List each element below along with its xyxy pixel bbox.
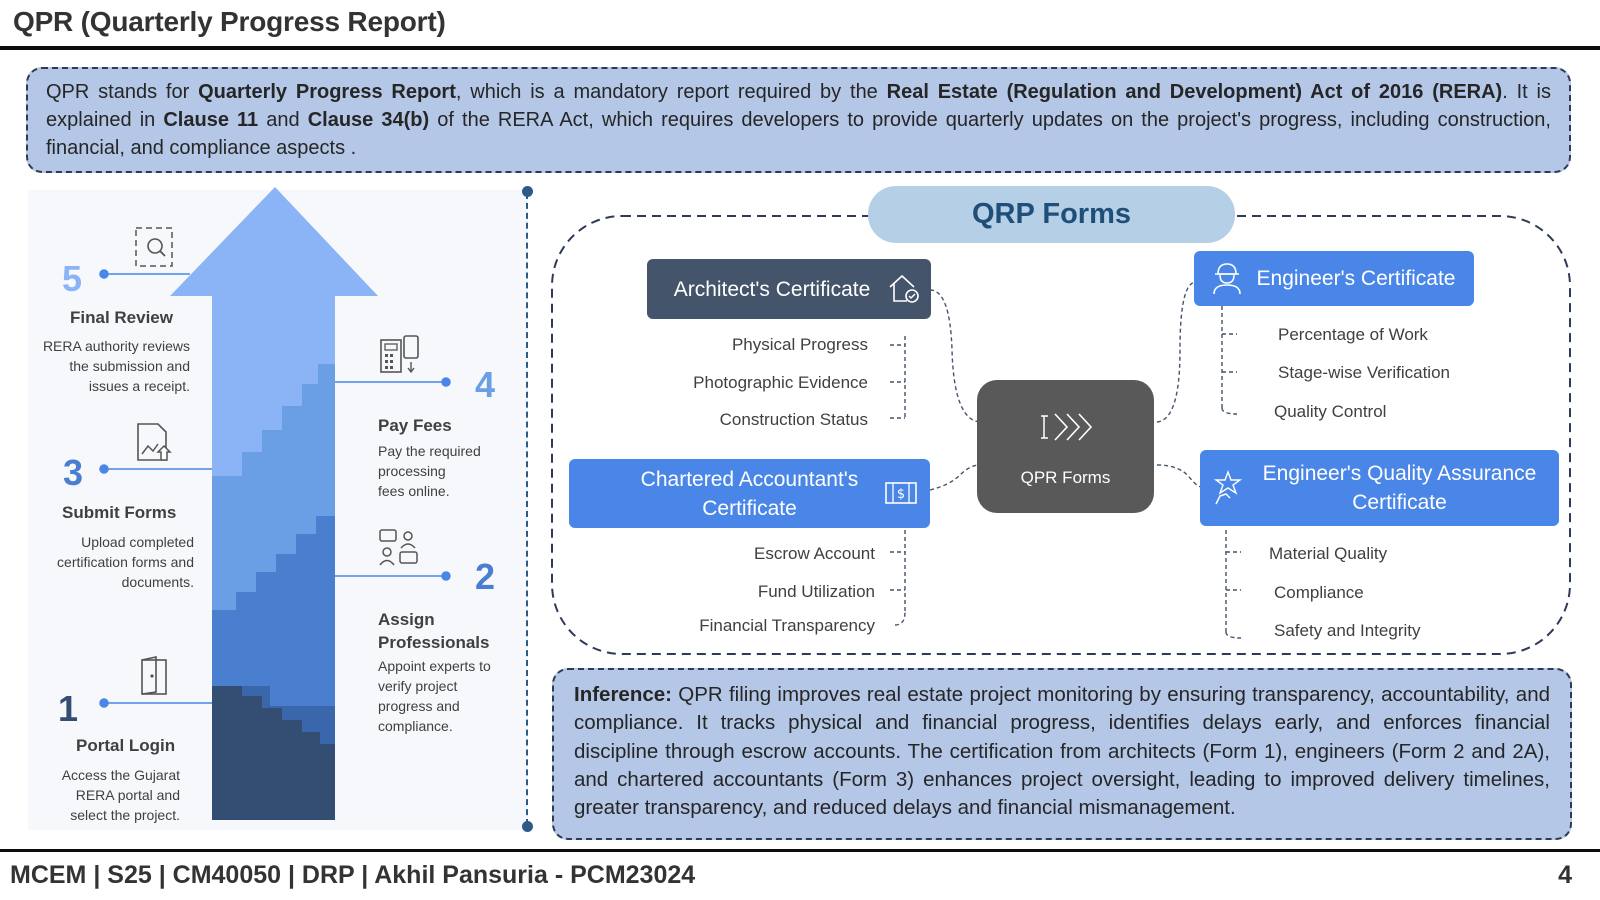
intro-bold: Real Estate (Regulation and Development)… bbox=[886, 81, 1503, 103]
forward-chevrons-icon bbox=[1041, 413, 1093, 441]
staircase-arrow bbox=[28, 187, 528, 830]
step-desc-line: verify project bbox=[378, 678, 458, 694]
step-desc-line: Upload completed bbox=[81, 534, 194, 550]
svg-text:$: $ bbox=[897, 487, 905, 502]
intro-text: and bbox=[258, 109, 308, 131]
banknote-icon: $ bbox=[885, 482, 917, 504]
intro-text: , which is a mandatory report required b… bbox=[455, 81, 887, 103]
engineer-item-stage-wise-verification: Stage-wise Verification bbox=[1278, 363, 1450, 382]
step-desc-line: Pay the required bbox=[378, 443, 481, 459]
ca-item-financial-transparency: Financial Transparency bbox=[699, 616, 875, 635]
engineer-item-quality-control: Quality Control bbox=[1274, 402, 1387, 421]
intro-bold: Clause 34(b) bbox=[307, 109, 430, 131]
title-rule bbox=[0, 46, 1600, 50]
intro-text: of the RERA Act, which requires develope… bbox=[46, 109, 1551, 159]
engineer-certificate-label: Engineer's Certificate bbox=[1256, 267, 1456, 290]
architect-item-physical-progress: Physical Progress bbox=[731, 335, 868, 354]
ca-certificate-box: Chartered Accountant's Certificate $ bbox=[569, 459, 930, 528]
section-divider bbox=[526, 193, 528, 825]
inference-panel: Inference: QPR filing improves real esta… bbox=[552, 668, 1572, 840]
divider-top-dot bbox=[522, 186, 533, 197]
step-title-line: Assign bbox=[378, 610, 435, 629]
step-number-5: 5 bbox=[62, 258, 83, 299]
eqa-item-compliance: Compliance bbox=[1274, 583, 1364, 602]
eqa-certificate-label-line: Certificate bbox=[1352, 491, 1447, 514]
eqa-certificate-label-line: Engineer's Quality Assurance bbox=[1262, 462, 1537, 485]
step-desc-submit-forms: Upload completed certification forms and… bbox=[20, 532, 194, 592]
step-desc-final-review: RERA authority reviews the submission an… bbox=[30, 336, 190, 396]
inference-label: Inference: bbox=[574, 683, 672, 706]
step-desc-line: the submission and bbox=[69, 358, 190, 374]
step-desc-line: Appoint experts to bbox=[378, 658, 491, 674]
engineer-item-percentage-of-work: Percentage of Work bbox=[1278, 325, 1428, 344]
ca-item-escrow-account: Escrow Account bbox=[754, 544, 875, 563]
intro-bold: Clause 11 bbox=[163, 109, 259, 131]
step-title-portal-login: Portal Login bbox=[76, 736, 176, 755]
eqa-item-safety-and-integrity: Safety and Integrity bbox=[1274, 621, 1421, 640]
inference-text: QPR filing improves real estate project … bbox=[574, 683, 1550, 820]
qpr-forms-center-node: QPR Forms bbox=[977, 380, 1154, 513]
step-number-1: 1 bbox=[58, 688, 79, 729]
intro-bold: Quarterly Progress Report bbox=[198, 81, 456, 103]
step-desc-line: processing bbox=[378, 463, 446, 479]
architect-certificate-box: Architect's Certificate bbox=[647, 259, 931, 319]
eqa-certificate-box: Engineer's Quality Assurance Certificate bbox=[1200, 450, 1559, 526]
step-desc-line: documents. bbox=[121, 574, 194, 590]
calculator-phone-icon bbox=[380, 335, 419, 374]
step-title-submit-forms: Submit Forms bbox=[62, 503, 177, 522]
step-number-3: 3 bbox=[63, 452, 84, 493]
intro-text: QPR stands for bbox=[46, 81, 199, 103]
intro-panel: QPR stands for Quarterly Progress Report… bbox=[26, 67, 1571, 173]
step-desc-assign-professionals: Appoint experts to verify project progre… bbox=[378, 656, 518, 736]
step-desc-line: select the project. bbox=[70, 807, 180, 823]
quality-star-hand-icon bbox=[1213, 470, 1243, 505]
step-desc-pay-fees: Pay the required processing fees online. bbox=[378, 441, 518, 501]
step-desc-line: progress and bbox=[378, 698, 460, 714]
step-number-4: 4 bbox=[475, 364, 496, 405]
engineer-helmet-icon bbox=[1213, 263, 1241, 295]
qrp-forms-header: QRP Forms bbox=[868, 186, 1235, 243]
step-title-assign-professionals: Assign Professionals bbox=[378, 608, 490, 654]
door-login-icon bbox=[141, 656, 167, 695]
step-title-pay-fees: Pay Fees bbox=[378, 416, 452, 435]
page-number: 4 bbox=[1558, 861, 1572, 889]
step-title-line: Professionals bbox=[378, 633, 490, 652]
step-desc-line: fees online. bbox=[378, 483, 450, 499]
ca-item-fund-utilization: Fund Utilization bbox=[757, 582, 875, 601]
eqa-item-material-quality: Material Quality bbox=[1269, 544, 1388, 563]
step-desc-portal-login: Access the Gujarat RERA portal and selec… bbox=[24, 765, 180, 825]
architect-item-photographic-evidence: Photographic Evidence bbox=[693, 373, 868, 392]
step-connectors bbox=[99, 269, 451, 708]
magnifier-frame-icon bbox=[135, 227, 173, 267]
stair-layer-base bbox=[212, 686, 335, 820]
ca-certificate-label-line: Certificate bbox=[702, 496, 797, 520]
architect-item-construction-status: Construction Status bbox=[719, 410, 868, 429]
divider-bottom-dot bbox=[522, 821, 533, 832]
ca-certificate-label-line: Chartered Accountant's bbox=[640, 467, 859, 491]
step-desc-line: certification forms and bbox=[57, 554, 194, 570]
step-desc-line: issues a receipt. bbox=[88, 378, 190, 394]
people-chat-icon bbox=[379, 529, 418, 566]
qpr-forms-center-label: QPR Forms bbox=[1020, 468, 1111, 487]
step-desc-line: RERA authority reviews bbox=[42, 338, 190, 354]
footer-text: MCEM | S25 | CM40050 | DRP | Akhil Pansu… bbox=[10, 861, 696, 889]
architect-certificate-label: Architect's Certificate bbox=[673, 277, 871, 301]
intro-text: . It is explained in bbox=[46, 81, 1551, 131]
house-check-icon bbox=[889, 274, 919, 303]
engineer-certificate-box: Engineer's Certificate bbox=[1194, 251, 1474, 306]
footer-rule bbox=[0, 849, 1600, 852]
step-desc-line: RERA portal and bbox=[75, 787, 180, 803]
step-title-final-review: Final Review bbox=[70, 308, 173, 327]
page-title: QPR (Quarterly Progress Report) bbox=[13, 6, 446, 37]
step-desc-line: Access the Gujarat bbox=[61, 767, 180, 783]
step-desc-line: compliance. bbox=[378, 718, 453, 734]
document-upload-icon bbox=[137, 423, 172, 461]
step-number-2: 2 bbox=[475, 556, 496, 597]
